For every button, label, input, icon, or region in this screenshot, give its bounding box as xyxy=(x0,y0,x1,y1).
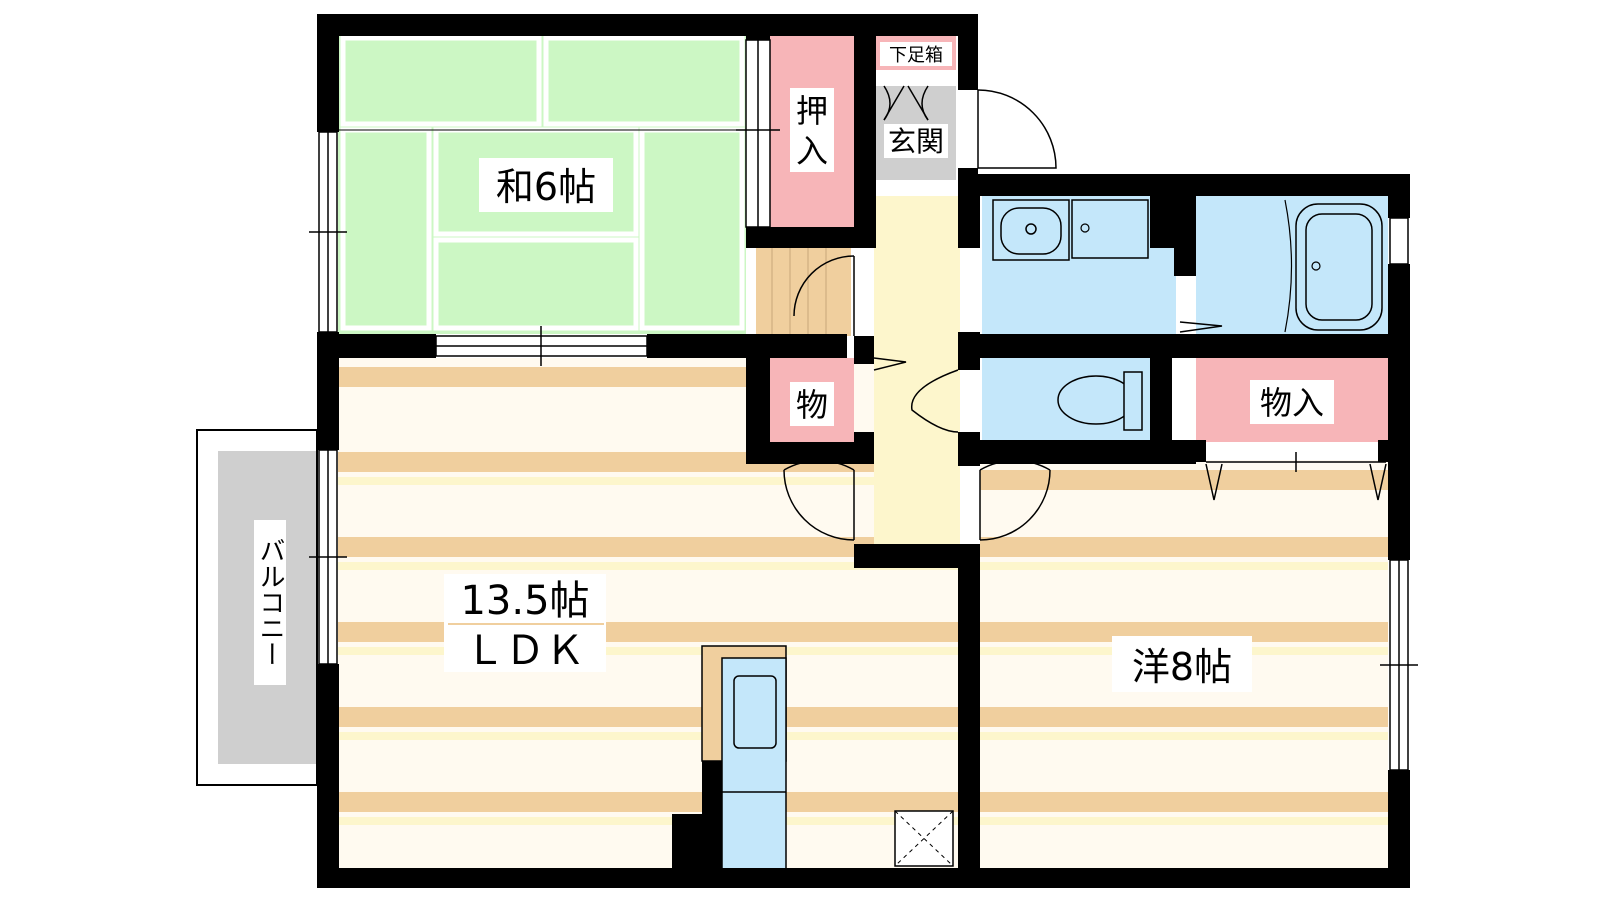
ldk-label-1: 13.5帖 xyxy=(460,578,589,624)
balcony xyxy=(196,429,318,786)
storage-label-bg xyxy=(1250,380,1334,424)
storage-small-label: 物 xyxy=(796,386,828,424)
ldk-label-2: ＬＤＫ xyxy=(465,628,585,674)
bathroom xyxy=(1196,196,1388,336)
doors xyxy=(783,85,1387,541)
storage-label: 物入 xyxy=(1260,384,1324,422)
stair-area xyxy=(756,248,851,336)
shoe-box-label: 下足箱 xyxy=(889,45,943,66)
walls xyxy=(317,14,1410,888)
genkan-label-bg xyxy=(884,124,948,158)
windows xyxy=(309,39,1418,771)
washitsu-label: 和6帖 xyxy=(496,165,596,209)
hallway xyxy=(874,196,960,544)
balcony-label: バルコニー xyxy=(255,537,285,667)
youshitsu-label: 洋8帖 xyxy=(1132,645,1232,689)
genkan-label: 玄関 xyxy=(888,125,944,158)
shoe-box-label-bg xyxy=(880,42,952,66)
washroom xyxy=(982,196,1176,336)
washitsu-label-bg xyxy=(479,158,613,212)
youshitsu-label-bg xyxy=(1112,636,1252,692)
oshiire-label-bg xyxy=(790,88,834,172)
oshiire-label-1: 押 xyxy=(796,92,828,130)
oshiire-label-2: 入 xyxy=(796,132,828,170)
storage-small-label-bg xyxy=(790,382,834,426)
toilet xyxy=(982,356,1170,442)
